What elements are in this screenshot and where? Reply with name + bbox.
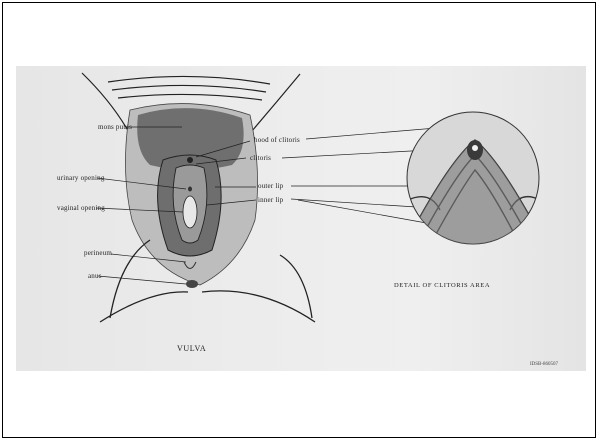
label-vaginal: vaginal opening <box>57 205 105 212</box>
label-clitoris: clitoris <box>250 155 271 162</box>
label-perineum: perineum <box>84 250 112 257</box>
caption-vulva: VULVA <box>177 345 206 353</box>
vaginal-opening <box>183 196 197 228</box>
label-urinary: urinary opening <box>57 175 105 182</box>
caption-detail: DETAIL OF CLITORIS AREA <box>394 283 490 290</box>
label-anus: anus <box>88 273 102 280</box>
label-inner-lip: inner lip <box>258 197 283 204</box>
label-mons: mons pubis <box>98 124 132 131</box>
label-hood: hood of clitoris <box>254 137 300 144</box>
label-outer-lip: outer lip <box>258 183 283 190</box>
urinary-opening <box>188 187 192 192</box>
anus-mark <box>186 280 198 288</box>
clitoris-mark <box>187 157 193 163</box>
figure-number: IDSB-860507 <box>530 362 558 367</box>
